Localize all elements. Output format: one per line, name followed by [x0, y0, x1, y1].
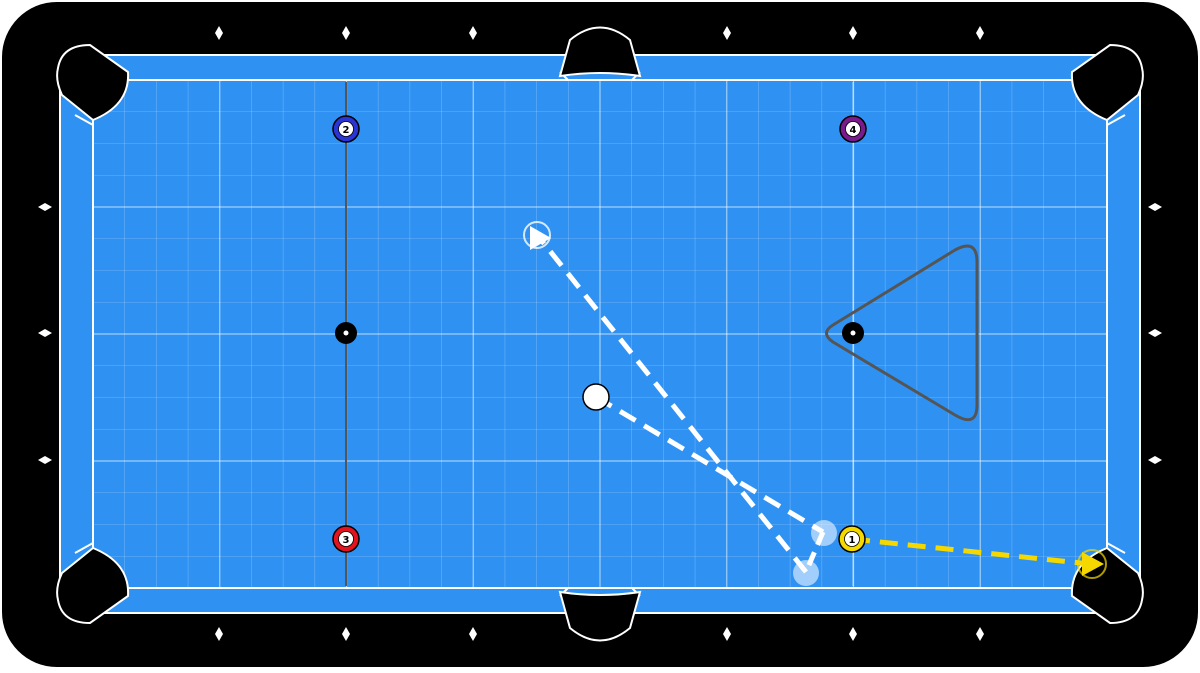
diamond-marker — [469, 26, 477, 40]
ball-4-label: 4 — [850, 125, 857, 136]
pockets — [56, 26, 1144, 642]
pocket-target — [1077, 549, 1107, 579]
felt-grid — [93, 80, 1107, 588]
diamond-marker — [469, 627, 477, 641]
ball-3-label: 3 — [343, 535, 350, 546]
ball-2[interactable]: 2 — [332, 115, 360, 143]
object-ball-path — [851, 536, 1091, 567]
diamond-marker — [215, 627, 223, 641]
ball-1-label: 1 — [849, 535, 856, 546]
diamond-marker — [38, 456, 52, 464]
ball-1[interactable]: 1 — [838, 525, 866, 553]
diamond-marker — [976, 627, 984, 641]
cue-ball[interactable] — [582, 383, 610, 411]
diamond-marker — [723, 627, 731, 641]
ghost-contact — [811, 520, 837, 546]
diamond-marker — [342, 26, 350, 40]
head-spot — [335, 322, 357, 344]
ball-4[interactable]: 4 — [839, 115, 867, 143]
pocket-top-right — [1070, 43, 1144, 122]
diamond-marker — [342, 627, 350, 641]
rail-diamonds — [38, 26, 1162, 641]
diamond-marker — [849, 26, 857, 40]
diamond-marker — [849, 627, 857, 641]
cue-path-to-ghost — [594, 394, 825, 535]
ghost-rail — [793, 560, 819, 586]
diamond-marker — [215, 26, 223, 40]
pocket-bottom-left — [56, 546, 130, 625]
diamond-marker — [38, 203, 52, 211]
cue-final-arrow-icon — [530, 226, 551, 250]
pocket-top-middle — [558, 26, 642, 78]
diamond-marker — [1148, 329, 1162, 337]
diamond-marker — [1148, 203, 1162, 211]
pocket-top-left — [56, 43, 130, 122]
foot-spot — [842, 322, 864, 344]
diamond-marker — [38, 329, 52, 337]
ball-2-label: 2 — [343, 125, 350, 136]
rack-triangle — [825, 244, 979, 422]
diamond-marker — [976, 26, 984, 40]
ball-3[interactable]: 3 — [332, 525, 360, 553]
diamond-marker — [723, 26, 731, 40]
pocket-target-arrow-icon — [1082, 552, 1104, 576]
cue-final-position — [523, 221, 551, 250]
cue-path-carom — [536, 234, 808, 574]
pocket-bottom-middle — [558, 590, 642, 642]
diamond-marker — [1148, 456, 1162, 464]
